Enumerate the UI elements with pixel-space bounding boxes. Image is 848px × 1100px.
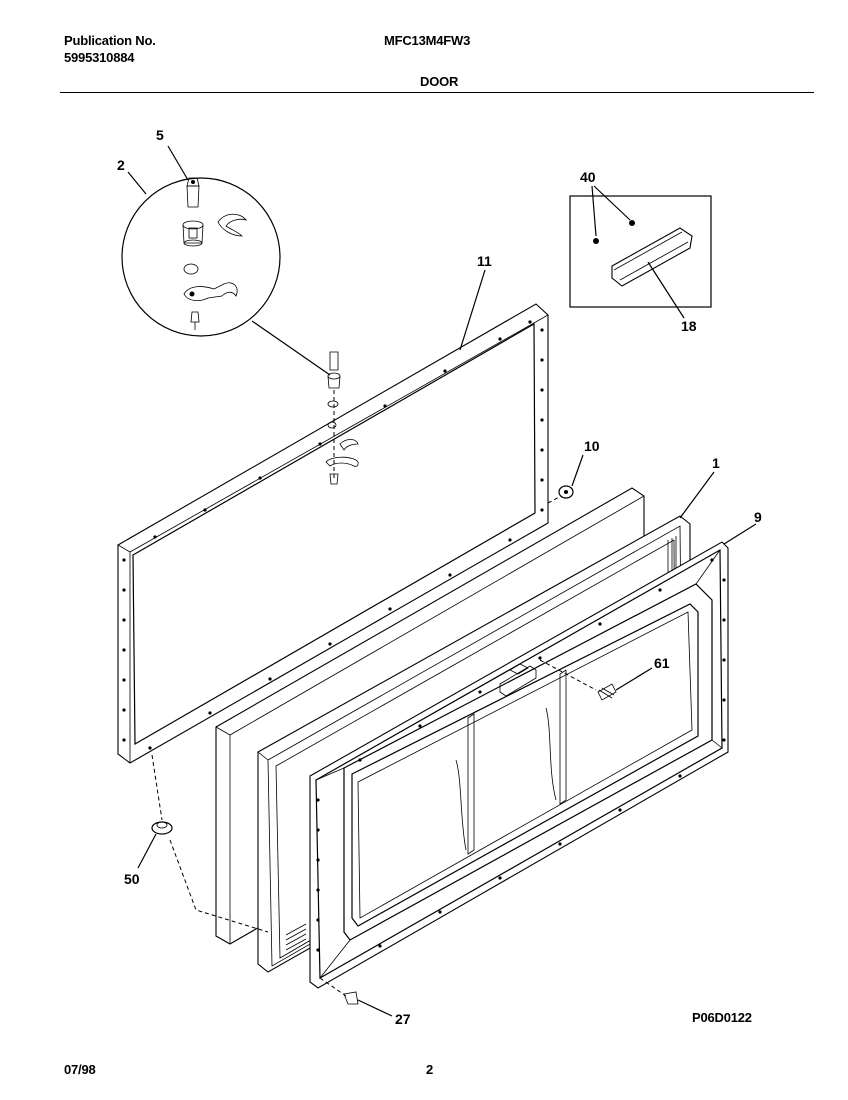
callout-18: 18 (681, 318, 697, 334)
callout-50: 50 (124, 871, 140, 887)
model-number: MFC13M4FW3 (384, 33, 471, 48)
part-10-fastener (547, 454, 584, 504)
hinge-detail-circle (121, 177, 281, 337)
callout-9: 9 (754, 509, 762, 525)
drawing-code: P06D0122 (692, 1010, 752, 1025)
part-50-fastener (137, 754, 173, 869)
callout-11: 11 (477, 253, 492, 269)
part-61-screw (539, 659, 653, 701)
callout-61: 61 (654, 655, 670, 671)
callout-10: 10 (584, 438, 600, 454)
assembly-path-dashed (169, 839, 269, 933)
header-rule (60, 92, 814, 93)
publication-number: 5995310884 (64, 50, 135, 65)
gasket-frame-11 (117, 303, 549, 764)
callout-1: 1 (712, 455, 720, 471)
leader-11 (459, 269, 486, 351)
leader-5 (167, 145, 189, 181)
outer-door-panel-9 (309, 523, 757, 989)
section-title: DOOR (420, 74, 459, 89)
publication-label: Publication No. (64, 33, 156, 48)
page-number: 2 (426, 1062, 434, 1077)
leader-2 (127, 171, 147, 195)
callout-2: 2 (117, 157, 125, 173)
callout-27: 27 (395, 1011, 411, 1027)
part-27-screw (319, 977, 393, 1017)
handle-detail-box (569, 185, 712, 319)
footer-date: 07/98 (64, 1062, 96, 1077)
assembled-hinge-parts (325, 351, 359, 485)
detail-leader-line (251, 320, 331, 376)
callout-5: 5 (156, 127, 164, 143)
callout-40: 40 (580, 169, 596, 185)
